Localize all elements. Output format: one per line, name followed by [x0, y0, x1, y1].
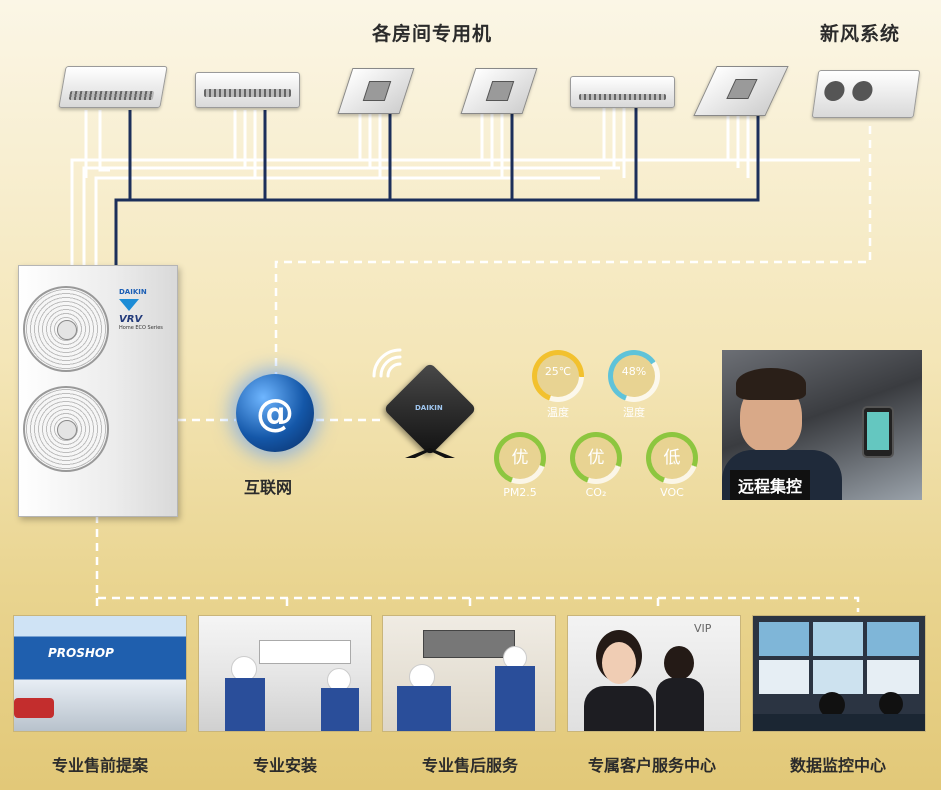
brand-panel: DAIKIN VRV Home ECO Series: [119, 288, 167, 348]
proshop-sign: PROSHOP: [48, 646, 114, 660]
caption-presale: 专业售前提案: [51, 756, 148, 775]
co2-gauge: 优: [570, 432, 622, 484]
at-symbol: @: [256, 391, 294, 435]
vent-icon: [851, 81, 874, 101]
vent-icon: [823, 81, 846, 101]
ducted-unit-1: [195, 72, 300, 108]
caption-monitoring: 数据监控中心: [789, 756, 886, 775]
sensor-value: 低: [663, 448, 681, 468]
photo-after-sales: [382, 615, 556, 732]
internet-icon: @: [236, 374, 314, 452]
fresh-air-unit: [811, 70, 921, 118]
photo-monitoring-center: [752, 615, 926, 732]
photo-proshop: PROSHOP: [13, 615, 187, 732]
sensor-label: 温度: [547, 406, 569, 419]
sensor-label: CO₂: [585, 486, 607, 499]
wifi-icon: [372, 348, 402, 378]
sensor-value: 优: [511, 448, 529, 468]
caption-after-sales: 专业售后服务: [421, 756, 518, 775]
internet-label: 互联网: [244, 478, 293, 497]
humidity-gauge: 48%: [608, 350, 660, 402]
ducted-unit-2: [570, 76, 675, 108]
fresh-air-title: 新风系统: [820, 23, 901, 45]
sensor-value: 25℃: [544, 365, 572, 378]
smart-controller: DAIKIN: [383, 362, 477, 462]
sensor-value: 优: [587, 448, 605, 468]
fan-icon: [23, 386, 109, 472]
sensor-value: 48%: [621, 365, 647, 378]
outdoor-unit: DAIKIN VRV Home ECO Series: [18, 265, 178, 517]
fan-icon: [23, 286, 109, 372]
remote-control-photo: [722, 350, 922, 500]
pm25-gauge: 优: [494, 432, 546, 484]
indoor-units-title: 各房间专用机: [372, 23, 493, 45]
sensor-label: VOC: [660, 486, 684, 499]
controller-logo: DAIKIN: [415, 404, 443, 412]
photo-customer-service: VIP: [567, 615, 741, 732]
daikin-logo: DAIKIN: [119, 288, 147, 296]
sensor-label: PM2.5: [503, 486, 537, 499]
remote-control-label: 远程集控: [730, 470, 811, 500]
model-text: VRV: [119, 314, 143, 325]
daikin-logo-icon: [119, 299, 139, 311]
wall-mounted-unit: [58, 66, 168, 108]
phone-icon: [862, 406, 894, 458]
caption-customer-service: 专属客户服务中心: [587, 756, 716, 775]
photo-installation: [198, 615, 372, 732]
sensor-label: 湿度: [623, 406, 645, 419]
caption-installation: 专业安装: [252, 756, 317, 775]
temperature-gauge: 25℃: [532, 350, 584, 402]
voc-gauge: 低: [646, 432, 698, 484]
vip-sign: VIP: [694, 622, 712, 635]
model-subtext: Home ECO Series: [119, 325, 163, 331]
